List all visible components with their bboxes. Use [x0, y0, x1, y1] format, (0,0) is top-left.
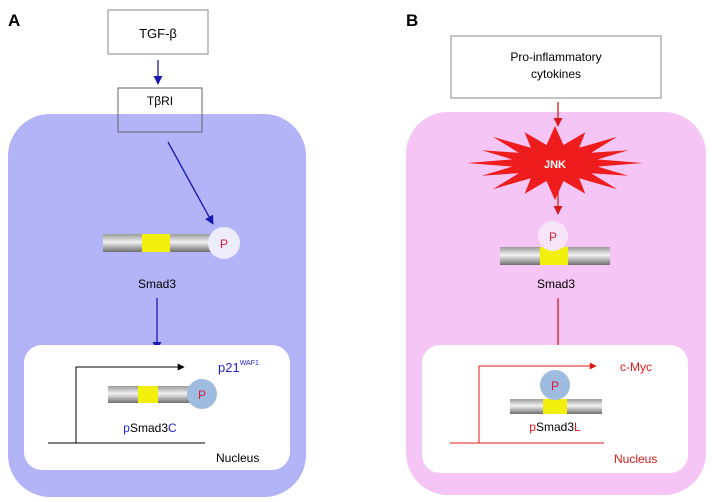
target-gene-p21: p21WAF1	[218, 360, 259, 375]
smad3-label-b: Smad3	[537, 277, 575, 291]
psmad3c-phosphate-label: P	[198, 388, 206, 402]
jnk-starburst	[467, 126, 643, 200]
smad3-phosphate-b	[538, 221, 568, 251]
psmad3c-label: pSmad3C	[123, 421, 177, 435]
cytokines-box	[450, 35, 662, 99]
panel-b: B Pro-inflammatory cytokines JNK P Smad3…	[406, 11, 706, 495]
panel-a-letter: A	[8, 11, 20, 30]
smad3-linker-b	[540, 247, 568, 265]
psmad3c-linker	[138, 386, 158, 403]
panel-a: A TGF-β TβRI P Smad3 p21WAF1 P pSma	[8, 9, 306, 497]
psmad3l-phosphate-label: P	[551, 379, 559, 393]
tgf-beta-label: TGF-β	[139, 26, 177, 41]
cytokines-label-line2: cytokines	[531, 67, 581, 81]
jnk-label: JNK	[544, 159, 566, 171]
target-gene-cmyc: c-Myc	[620, 360, 652, 374]
panel-a-nucleus	[24, 345, 290, 470]
tgf-beta-box	[107, 9, 209, 55]
arrow-receptor-to-smad3	[167, 141, 214, 225]
psmad3l-linker	[543, 399, 567, 414]
psmad3l-phosphate	[540, 370, 570, 400]
nucleus-label-b: Nucleus	[614, 452, 657, 466]
receptor-label: TβRI	[147, 94, 173, 108]
receptor-box	[117, 87, 203, 133]
smad3-label: Smad3	[138, 277, 176, 291]
panel-b-letter: B	[406, 11, 418, 30]
smad3-phosphate-label: P	[220, 237, 228, 251]
smad3-phosphate-label-b: P	[549, 230, 557, 244]
smad3-phosphate	[208, 227, 240, 259]
psmad3l-label: pSmad3L	[529, 420, 581, 434]
transcription-arrow-b	[478, 362, 597, 443]
psmad3c-phosphate	[187, 379, 217, 409]
nucleus-label-a: Nucleus	[216, 451, 259, 465]
transcription-arrow-a	[75, 363, 185, 443]
cytokines-label-line1: Pro-inflammatory	[510, 50, 601, 64]
smad3-linker	[142, 234, 170, 252]
